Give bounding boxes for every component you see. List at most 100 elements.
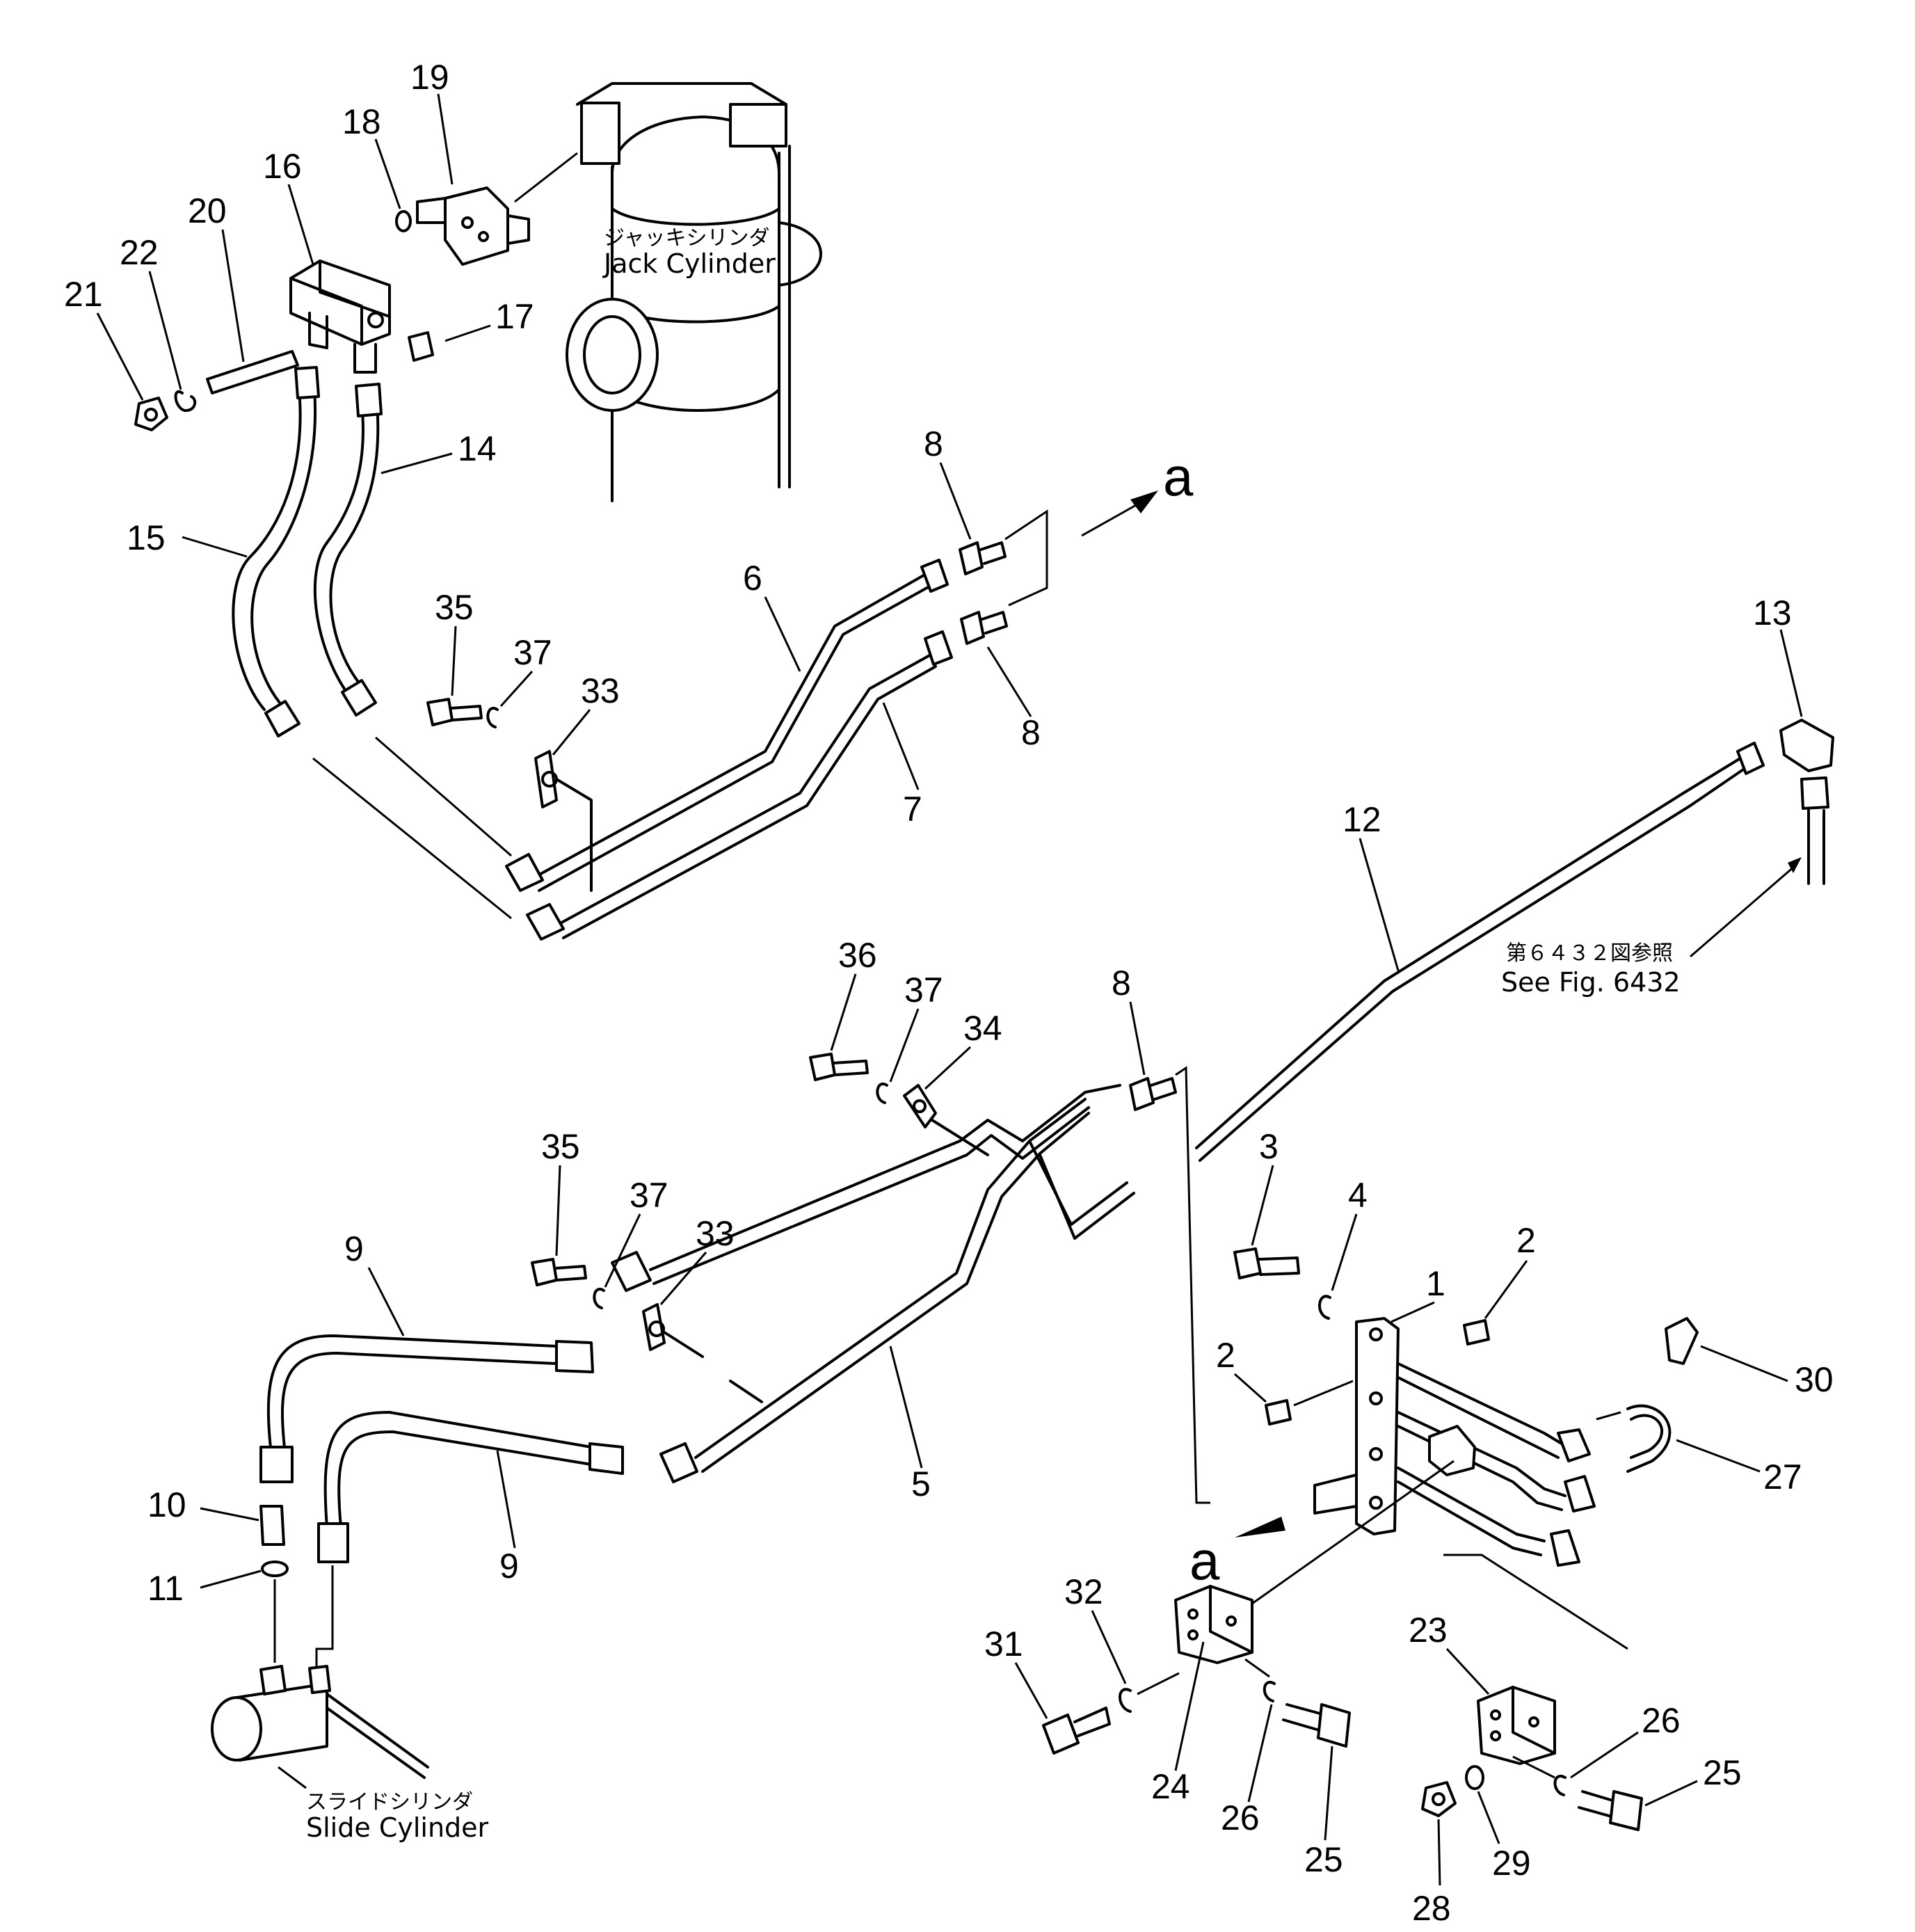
callout-6: 6 — [743, 559, 762, 598]
callout-37-middle: 37 — [904, 971, 943, 1009]
tube-5 — [659, 1098, 1135, 1483]
callout-13: 13 — [1753, 593, 1792, 632]
callout-19: 19 — [410, 58, 449, 97]
callout-3: 3 — [1259, 1127, 1279, 1166]
part-16-block — [289, 260, 391, 374]
callout-15: 15 — [127, 518, 166, 557]
part-25-bolt-left — [1282, 1703, 1351, 1748]
tube-6 — [505, 559, 949, 892]
part-23-bracket — [1477, 1686, 1556, 1765]
part-27-u-bolt — [1630, 1414, 1664, 1459]
callout-25-right: 25 — [1703, 1753, 1742, 1792]
callout-8-middle: 8 — [1021, 713, 1041, 752]
callout-4: 4 — [1348, 1176, 1368, 1215]
see-fig-label: See Fig. 6432 — [1501, 967, 1681, 998]
hose-9-lower — [317, 1411, 624, 1563]
slide-cylinder-label-jp: スライドシリンダ — [306, 1790, 473, 1814]
callout-7: 7 — [903, 790, 922, 829]
callout-20: 20 — [188, 191, 227, 230]
part-4-washer — [1318, 1295, 1331, 1320]
callout-21: 21 — [64, 275, 103, 314]
callout-26-left: 26 — [1221, 1798, 1260, 1837]
part-25-bolt-right — [1578, 1790, 1643, 1831]
callout-16: 16 — [263, 147, 302, 186]
part-37-washer-upper — [486, 707, 499, 728]
part-11-o-ring — [261, 1560, 289, 1577]
part-18-o-ring — [395, 210, 412, 232]
part-32-washer — [1119, 1688, 1132, 1713]
tube-12 — [1195, 742, 1765, 1162]
callout-26-right: 26 — [1642, 1701, 1681, 1740]
callout-14: 14 — [458, 429, 497, 468]
part-17-plug — [408, 331, 434, 362]
callout-5: 5 — [911, 1464, 931, 1503]
callout-36: 36 — [838, 936, 877, 975]
callout-8-upper: 8 — [924, 424, 943, 463]
callout-18: 18 — [342, 102, 381, 141]
part-2-plug-left — [1265, 1399, 1292, 1426]
view-a-label-bottom: a — [1189, 1530, 1220, 1591]
callout-24: 24 — [1151, 1767, 1190, 1806]
jack-cylinder — [566, 82, 822, 502]
callout-27: 27 — [1763, 1458, 1802, 1496]
callout-17: 17 — [495, 297, 534, 336]
view-a-label-top: a — [1163, 446, 1194, 507]
callout-30: 30 — [1795, 1360, 1834, 1399]
callout-37-lower: 37 — [630, 1176, 668, 1215]
part-28-nut — [1421, 1781, 1457, 1817]
part-37-washer-lower — [593, 1288, 605, 1309]
hose-15 — [232, 366, 320, 737]
see-fig-label-jp: 第６４３２図参照 — [1506, 941, 1673, 966]
part-1-bracket-assembly — [1313, 1317, 1596, 1567]
callout-34: 34 — [963, 1009, 1002, 1048]
callout-23: 23 — [1409, 1611, 1448, 1650]
callout-9-lower: 9 — [499, 1547, 519, 1586]
part-26-washer-right — [1553, 1775, 1567, 1796]
callout-35-lower: 35 — [541, 1127, 580, 1166]
callout-9-upper: 9 — [344, 1229, 364, 1268]
part-10-fitting — [259, 1505, 285, 1546]
tube-7 — [526, 630, 953, 941]
part-37-washer-middle — [876, 1083, 888, 1104]
part-2-plug-right — [1463, 1319, 1490, 1346]
callout-11: 11 — [147, 1569, 184, 1608]
hose-14 — [313, 383, 383, 717]
part-26-washer-left — [1263, 1681, 1276, 1702]
callout-32: 32 — [1064, 1572, 1103, 1611]
callout-33-upper: 33 — [581, 671, 620, 710]
callout-1: 1 — [1426, 1264, 1445, 1303]
part-21-nut — [134, 397, 168, 431]
part-35-bolt-lower — [531, 1258, 587, 1286]
part-8-fitting-lower — [1129, 1077, 1177, 1111]
part-13-elbow — [1779, 719, 1834, 885]
part-8-fitting-upper-1 — [959, 541, 1007, 575]
callout-33-lower: 33 — [696, 1214, 735, 1253]
hose-9-upper — [259, 1334, 594, 1483]
part-29-washer — [1465, 1765, 1484, 1790]
part-33-clamp-upper — [534, 750, 593, 892]
see-fig-arrow — [1788, 857, 1802, 873]
part-31-bolt — [1042, 1707, 1111, 1755]
callout-12: 12 — [1343, 800, 1381, 839]
tube-upper-mid — [611, 1084, 1121, 1292]
callout-37-upper: 37 — [513, 633, 552, 672]
part-19-valve — [416, 152, 578, 266]
view-a-arrow-top — [1130, 490, 1158, 513]
part-34-clamp — [903, 1084, 989, 1156]
callout-31: 31 — [984, 1624, 1023, 1663]
view-a-bracket-bottom — [1175, 1066, 1210, 1504]
callout-8-lower: 8 — [1112, 964, 1131, 1003]
part-22-spring-washer — [174, 390, 197, 413]
callout-35-upper: 35 — [435, 588, 474, 627]
callout-28: 28 — [1412, 1889, 1451, 1928]
part-3-bolt — [1233, 1247, 1300, 1279]
callout-10: 10 — [147, 1485, 186, 1524]
part-20-stud-bolt — [206, 350, 299, 394]
part-36-bolt — [809, 1053, 869, 1081]
callout-22: 22 — [120, 233, 159, 272]
view-a-bracket-top — [1004, 509, 1048, 607]
part-24-bracket — [1174, 1585, 1253, 1664]
part-23-leader-line — [1443, 1554, 1628, 1650]
callout-2-right: 2 — [1516, 1221, 1536, 1260]
